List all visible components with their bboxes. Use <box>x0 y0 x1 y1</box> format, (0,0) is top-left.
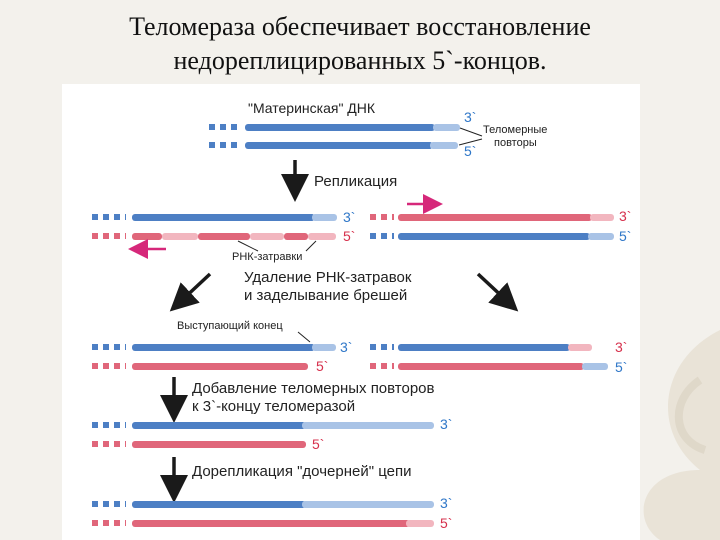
final-blue-extension <box>302 501 434 508</box>
right-rep-blue-telomere <box>588 233 614 240</box>
left-daughter-after-replication <box>92 214 337 240</box>
left-rep-3-end: 3` <box>343 209 355 225</box>
left-rep-blue-strand <box>132 214 315 221</box>
parent-bottom-strand <box>245 142 433 149</box>
removal-label-1: Удаление РНК-затравок <box>244 269 412 286</box>
left-rep-red-segment-2 <box>198 233 250 240</box>
left-rep-rna-primer-1 <box>162 233 198 240</box>
parent-top-telomere <box>433 124 460 131</box>
overhang-pointer <box>298 332 310 342</box>
telomere-label-1: Теломерные <box>483 124 547 136</box>
title-line-2: недореплицированных 5`-концов. <box>0 44 720 78</box>
right-rep-red-telomere <box>590 214 614 221</box>
right-rem-3-end: 3` <box>615 339 627 355</box>
removal-arrow-left <box>180 274 210 302</box>
left-after-removal <box>92 344 336 370</box>
right-rem-red-strand <box>398 363 584 370</box>
left-rep-blue-telomere <box>312 214 337 221</box>
left-rem-blue-overhang <box>312 344 336 351</box>
right-rem-blue-strand <box>398 344 570 351</box>
left-rem-red-strand <box>132 363 308 370</box>
after-rereplication <box>92 501 434 527</box>
parent-3-end-label: 3` <box>464 109 476 125</box>
overhang-label: Выступающий конец <box>177 320 283 332</box>
left-rep-5-end: 5` <box>343 228 355 244</box>
after-telomerase <box>92 422 434 448</box>
right-rep-5-end: 5` <box>619 228 631 244</box>
telo-blue-extension <box>302 422 434 429</box>
right-rem-5-end: 5` <box>615 359 627 375</box>
left-rem-5-end: 5` <box>316 358 328 374</box>
removal-label-2: и заделывание брешей <box>244 287 407 304</box>
telomere-label-2: повторы <box>494 137 537 149</box>
title-line-1: Теломераза обеспечивает восстановление <box>0 10 720 44</box>
telo-5-end: 5` <box>312 436 324 452</box>
final-blue-strand <box>132 501 306 508</box>
rereplication-label: Дорепликация "дочерней" цепи <box>192 463 411 480</box>
telo-red-strand <box>132 441 306 448</box>
parent-dna-label: "Материнская" ДНК <box>248 100 376 116</box>
right-daughter-after-replication <box>370 214 614 240</box>
rna-primer-pointer-2 <box>306 241 316 251</box>
telomere-pointer-top <box>460 128 482 136</box>
parent-top-strand <box>245 124 435 131</box>
rna-primers-label: РНК-затравки <box>232 251 302 263</box>
telomerase-label-1: Добавление теломерных повторов <box>192 380 435 397</box>
right-rep-red-strand <box>398 214 592 221</box>
parent-dna <box>209 124 460 149</box>
left-rep-red-telomere <box>308 233 336 240</box>
telomerase-label-2: к 3`-концу теломеразой <box>192 398 355 415</box>
telomerase-diagram: "Материнская" ДНК 3` 5` Теломерные повто… <box>62 84 640 540</box>
left-rem-3-end: 3` <box>340 339 352 355</box>
slide-title: Теломераза обеспечивает восстановление н… <box>0 10 720 78</box>
right-rem-red-overhang <box>568 344 592 351</box>
telo-blue-strand <box>132 422 306 429</box>
left-rep-red-segment-3 <box>284 233 308 240</box>
diagram-canvas: "Материнская" ДНК 3` 5` Теломерные повто… <box>62 84 640 540</box>
rna-primer-pointer-1 <box>238 241 258 251</box>
right-rep-blue-strand <box>398 233 590 240</box>
left-rep-red-segment-1 <box>132 233 162 240</box>
left-rep-rna-primer-2 <box>250 233 284 240</box>
final-5-end: 5` <box>440 515 452 531</box>
replication-label: Репликация <box>314 173 397 190</box>
right-rep-3-end: 3` <box>619 208 631 224</box>
right-rem-blue-telomere <box>582 363 608 370</box>
final-red-strand <box>132 520 410 527</box>
left-rem-blue-strand <box>132 344 315 351</box>
parent-bottom-telomere <box>430 142 458 149</box>
removal-arrow-right <box>478 274 508 302</box>
parent-5-end-label: 5` <box>464 143 476 159</box>
telo-3-end: 3` <box>440 416 452 432</box>
right-after-removal <box>370 344 608 370</box>
final-3-end: 3` <box>440 495 452 511</box>
final-red-extension <box>406 520 434 527</box>
